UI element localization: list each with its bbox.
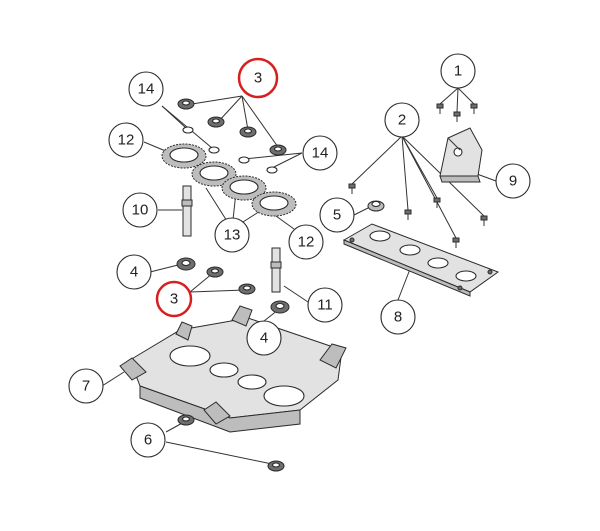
callout-9: 9 [495, 163, 531, 199]
spacer-part [367, 200, 385, 212]
bearings-top [177, 98, 287, 174]
gear-set [161, 143, 297, 217]
callout-12-top-label: 12 [118, 132, 135, 149]
callout-1-label: 1 [454, 63, 462, 80]
bottom-washers [177, 414, 285, 472]
callout-2: 2 [384, 102, 420, 138]
callout-14-right-label: 14 [312, 145, 329, 162]
callout-8: 8 [380, 299, 416, 335]
callout-13-label: 13 [224, 227, 241, 244]
callout-4-right: 4 [246, 320, 282, 356]
callout-6: 6 [130, 422, 166, 458]
callout-1: 1 [440, 53, 476, 89]
callout-13: 13 [214, 217, 250, 253]
screw-set-1 [436, 103, 478, 122]
callout-3-top-highlighted: 3 [237, 57, 279, 99]
callout-3-top-label: 3 [254, 70, 262, 87]
callout-10-label: 10 [132, 202, 149, 219]
bracket-part [439, 127, 483, 183]
callout-14-top-label: 14 [138, 81, 155, 98]
callout-10: 10 [122, 192, 158, 228]
callout-8-label: 8 [394, 309, 402, 326]
callout-2-label: 2 [398, 112, 406, 129]
callout-12-bottom-label: 12 [298, 234, 315, 251]
screw-set-2 [348, 183, 488, 248]
callout-14-top: 14 [128, 71, 164, 107]
callout-12-top: 12 [108, 122, 144, 158]
callout-7-label: 7 [82, 378, 90, 395]
callout-4-left-label: 4 [130, 264, 138, 281]
callout-4-left: 4 [116, 254, 152, 290]
callout-4-right-label: 4 [260, 330, 268, 347]
cover-plate [342, 223, 500, 297]
callout-11: 11 [307, 287, 343, 323]
callout-12-bottom: 12 [288, 224, 324, 260]
callout-3-bottom-highlighted: 3 [155, 280, 193, 318]
bearings-middle [176, 257, 290, 314]
main-housing [119, 305, 347, 433]
callout-5: 5 [319, 197, 355, 233]
callout-7: 7 [68, 368, 104, 404]
callout-11-label: 11 [317, 297, 333, 314]
callout-3-bottom-label: 3 [170, 291, 178, 308]
callout-6-label: 6 [144, 432, 152, 449]
callout-9-label: 9 [509, 173, 517, 190]
callout-5-label: 5 [333, 207, 341, 224]
callout-14-right: 14 [302, 135, 338, 171]
shafts [181, 185, 282, 293]
